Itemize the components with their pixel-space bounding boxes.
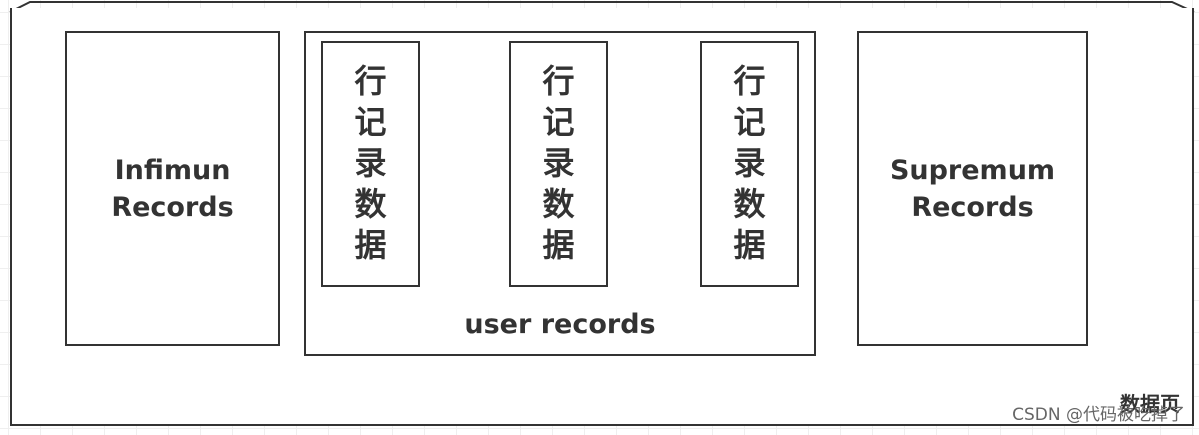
supremum-records-label: Supremum Records [889, 154, 1056, 223]
user-records-label: user records [464, 309, 656, 340]
page-top-edge [9, 1, 1195, 12]
infimum-records-label: Infimun Records [111, 154, 234, 223]
row-record-label: 行 记 录 数 据 [733, 62, 766, 264]
supremum-records-box: Supremum Records [857, 31, 1088, 346]
row-record-box-2: 行 记 录 数 据 [509, 41, 608, 287]
row-record-box-1: 行 记 录 数 据 [321, 41, 420, 287]
infimum-records-box: Infimun Records [65, 31, 280, 346]
row-record-label: 行 记 录 数 据 [542, 62, 575, 264]
row-record-label: 行 记 录 数 据 [354, 62, 387, 264]
csdn-watermark: CSDN @代码被吃掉了 [1012, 405, 1185, 425]
data-page-label: 数据页 [1120, 392, 1180, 416]
row-record-box-3: 行 记 录 数 据 [700, 41, 799, 287]
